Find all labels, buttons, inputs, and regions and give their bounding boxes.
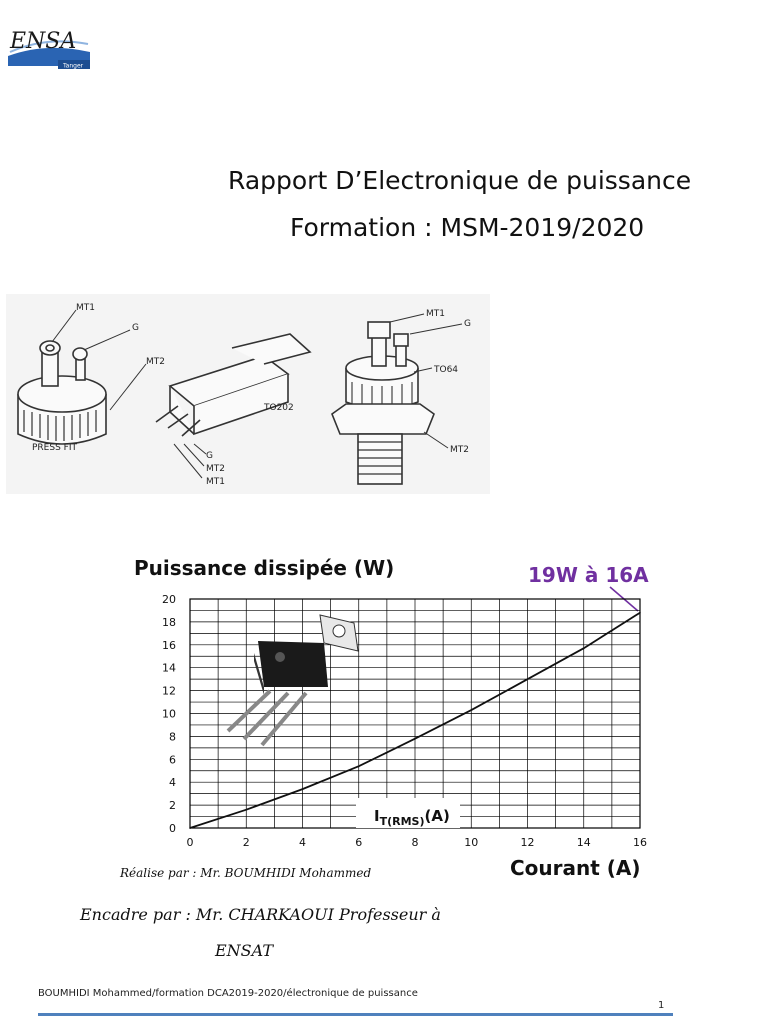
label-mt1-to64: MT1 bbox=[426, 309, 445, 319]
label-to64: TO64 bbox=[433, 365, 458, 375]
label-mt1-pressfit: MT1 bbox=[76, 303, 95, 313]
y-tick-label: 10 bbox=[162, 708, 176, 721]
y-tick-label: 2 bbox=[169, 799, 176, 812]
label-g-pressfit: G bbox=[132, 323, 139, 333]
logo-text: ENSA bbox=[9, 29, 76, 54]
x-tick-label: 16 bbox=[633, 836, 647, 849]
y-tick-label: 18 bbox=[162, 616, 176, 629]
x-tick-label: 10 bbox=[464, 836, 478, 849]
series-point bbox=[470, 709, 473, 711]
y-tick-label: 8 bbox=[169, 730, 176, 743]
label-to202: TO202 bbox=[263, 403, 294, 413]
x-tick-label: 6 bbox=[355, 836, 362, 849]
triac-packages-diagram: MT1 G MT2 PRESS FIT TO202 G MT2 MT1 MT1 … bbox=[6, 294, 490, 494]
label-mt2-pressfit: MT2 bbox=[146, 357, 165, 367]
formation-title: Formation : MSM-2019/2020 bbox=[290, 213, 645, 242]
x-tick-label: 2 bbox=[243, 836, 250, 849]
label-g-to64: G bbox=[464, 319, 471, 329]
ensa-logo: ENSA Tanger bbox=[8, 29, 90, 70]
label-mt2-to64: MT2 bbox=[450, 445, 469, 455]
y-tick-label: 16 bbox=[162, 639, 176, 652]
x-tick-label: 0 bbox=[187, 836, 194, 849]
series-point bbox=[189, 827, 191, 829]
chart-ticks: 0 2 4 6 8 10 12 14 16 0 2 4 6 8 10 12 14 16 18 20 bbox=[162, 593, 647, 849]
report-title: Rapport D’Electronique de puissance bbox=[228, 166, 692, 195]
series-point bbox=[526, 678, 529, 680]
chart-title: Puissance dissipée (W) bbox=[134, 556, 394, 580]
x-tick-label: 12 bbox=[521, 836, 535, 849]
footer-rule bbox=[38, 1013, 673, 1016]
y-tick-label: 20 bbox=[162, 593, 176, 606]
to202-package bbox=[155, 333, 312, 437]
label-mt1-to202: MT1 bbox=[206, 477, 225, 487]
page-number: 1 bbox=[658, 1000, 665, 1011]
x-tick-label: 14 bbox=[577, 836, 591, 849]
press-fit-package bbox=[17, 340, 107, 445]
chart-grid bbox=[189, 598, 641, 829]
label-g-to202: G bbox=[206, 451, 213, 461]
series-point bbox=[357, 765, 360, 767]
encadre-par: Encadre par : Mr. CHARKAOUI Professeur à bbox=[80, 905, 441, 924]
inner-label-bg bbox=[356, 798, 460, 828]
chart-inner-label: IT(RMS)(A) bbox=[374, 807, 450, 828]
y-tick-label: 0 bbox=[169, 822, 176, 835]
power-dissipation-chart: Puissance dissipée (W) 19W à 16A 0 2 4 6 8 10… bbox=[134, 556, 649, 880]
realise-par: Réalise par : Mr. BOUMHIDI Mohammed bbox=[120, 866, 372, 880]
series-point bbox=[245, 808, 248, 811]
label-press-fit: PRESS FIT bbox=[32, 443, 77, 453]
transistor-inset bbox=[226, 614, 359, 747]
series-point bbox=[414, 737, 416, 740]
series-point bbox=[301, 788, 304, 790]
to64-package bbox=[331, 321, 435, 485]
y-tick-label: 4 bbox=[169, 776, 176, 789]
x-tick-label: 4 bbox=[299, 836, 306, 849]
y-tick-label: 12 bbox=[162, 685, 176, 698]
y-tick-label: 14 bbox=[162, 662, 176, 675]
chart-annotation: 19W à 16A bbox=[528, 563, 649, 587]
chart-xlabel: Courant (A) bbox=[510, 856, 641, 880]
series-points bbox=[189, 611, 641, 829]
label-mt2-to202: MT2 bbox=[206, 464, 225, 474]
ensat: ENSAT bbox=[215, 941, 273, 960]
y-tick-label: 6 bbox=[169, 753, 176, 766]
x-tick-label: 8 bbox=[412, 836, 419, 849]
series-point bbox=[582, 647, 585, 650]
series-point bbox=[639, 611, 641, 614]
footer-text: BOUMHIDI Mohammed/formation DCA2019-2020… bbox=[38, 988, 418, 999]
logo-subtext: Tanger bbox=[62, 63, 84, 70]
